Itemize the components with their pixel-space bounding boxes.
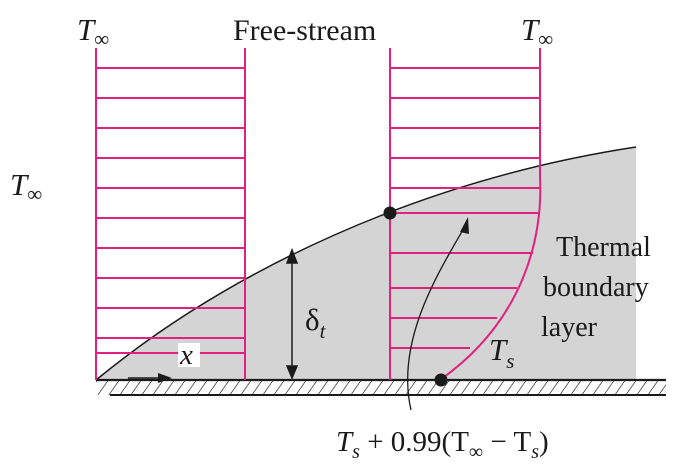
label-line-2: boundary xyxy=(543,272,649,303)
temperature-profile-curve xyxy=(439,177,542,381)
t-infinity-left-label: T∞ xyxy=(77,12,109,51)
edge-pointer-arrow xyxy=(407,217,469,411)
edge-pointer-head xyxy=(460,217,469,234)
thickness-arrow-head-top xyxy=(285,247,299,264)
formula-sub-s: s xyxy=(352,441,360,463)
t-symbol: T xyxy=(10,167,30,202)
x-arrow-head xyxy=(158,373,172,383)
t-infinity-side-label: T∞ xyxy=(10,167,42,206)
edge-temperature-formula: Ts + 0.99(T∞ − Ts) xyxy=(336,426,549,463)
x-axis-label: x xyxy=(179,339,193,371)
infinity-subscript: ∞ xyxy=(94,27,109,51)
edge-pointer-line xyxy=(407,227,465,411)
thermal-boundary-layer-label: Thermal boundary layer xyxy=(541,232,658,343)
thickness-arrow xyxy=(285,247,299,380)
free-stream-label: Free-stream xyxy=(233,14,376,47)
formula-sub-inf: ∞ xyxy=(469,441,483,463)
boundary-edge-point xyxy=(383,206,397,220)
free-stream-temperature-profile xyxy=(95,48,246,380)
label-line-1: Thermal xyxy=(556,232,651,263)
flat-plate-hatching xyxy=(96,380,666,395)
t-symbol: T xyxy=(489,332,509,367)
t-infinity-right-label: T∞ xyxy=(521,12,553,51)
x-label-backing xyxy=(178,343,200,367)
boundary-layer-region xyxy=(96,147,636,380)
formula-sub-s2: s xyxy=(531,441,539,463)
thickness-arrow-head-bottom xyxy=(285,365,299,380)
surface-point xyxy=(434,373,448,387)
delta-symbol: δ xyxy=(305,302,320,337)
t-subscript: t xyxy=(320,319,327,343)
formula-minus: − T xyxy=(483,426,531,458)
formula-close: ) xyxy=(539,426,549,458)
boundary-layer-edge-curve xyxy=(95,146,637,381)
label-line-3: layer xyxy=(541,312,598,343)
s-subscript: s xyxy=(506,349,514,373)
t-symbol: T xyxy=(77,12,97,47)
infinity-subscript: ∞ xyxy=(538,27,553,51)
formula-t-s: T xyxy=(336,426,354,458)
t-symbol: T xyxy=(521,12,541,47)
x-direction-arrow xyxy=(128,373,172,383)
delta-t-label: δt xyxy=(305,302,327,343)
infinity-subscript: ∞ xyxy=(27,182,42,206)
surface-temperature-label: Ts xyxy=(489,332,514,373)
formula-middle: + 0.99(T xyxy=(360,426,469,458)
